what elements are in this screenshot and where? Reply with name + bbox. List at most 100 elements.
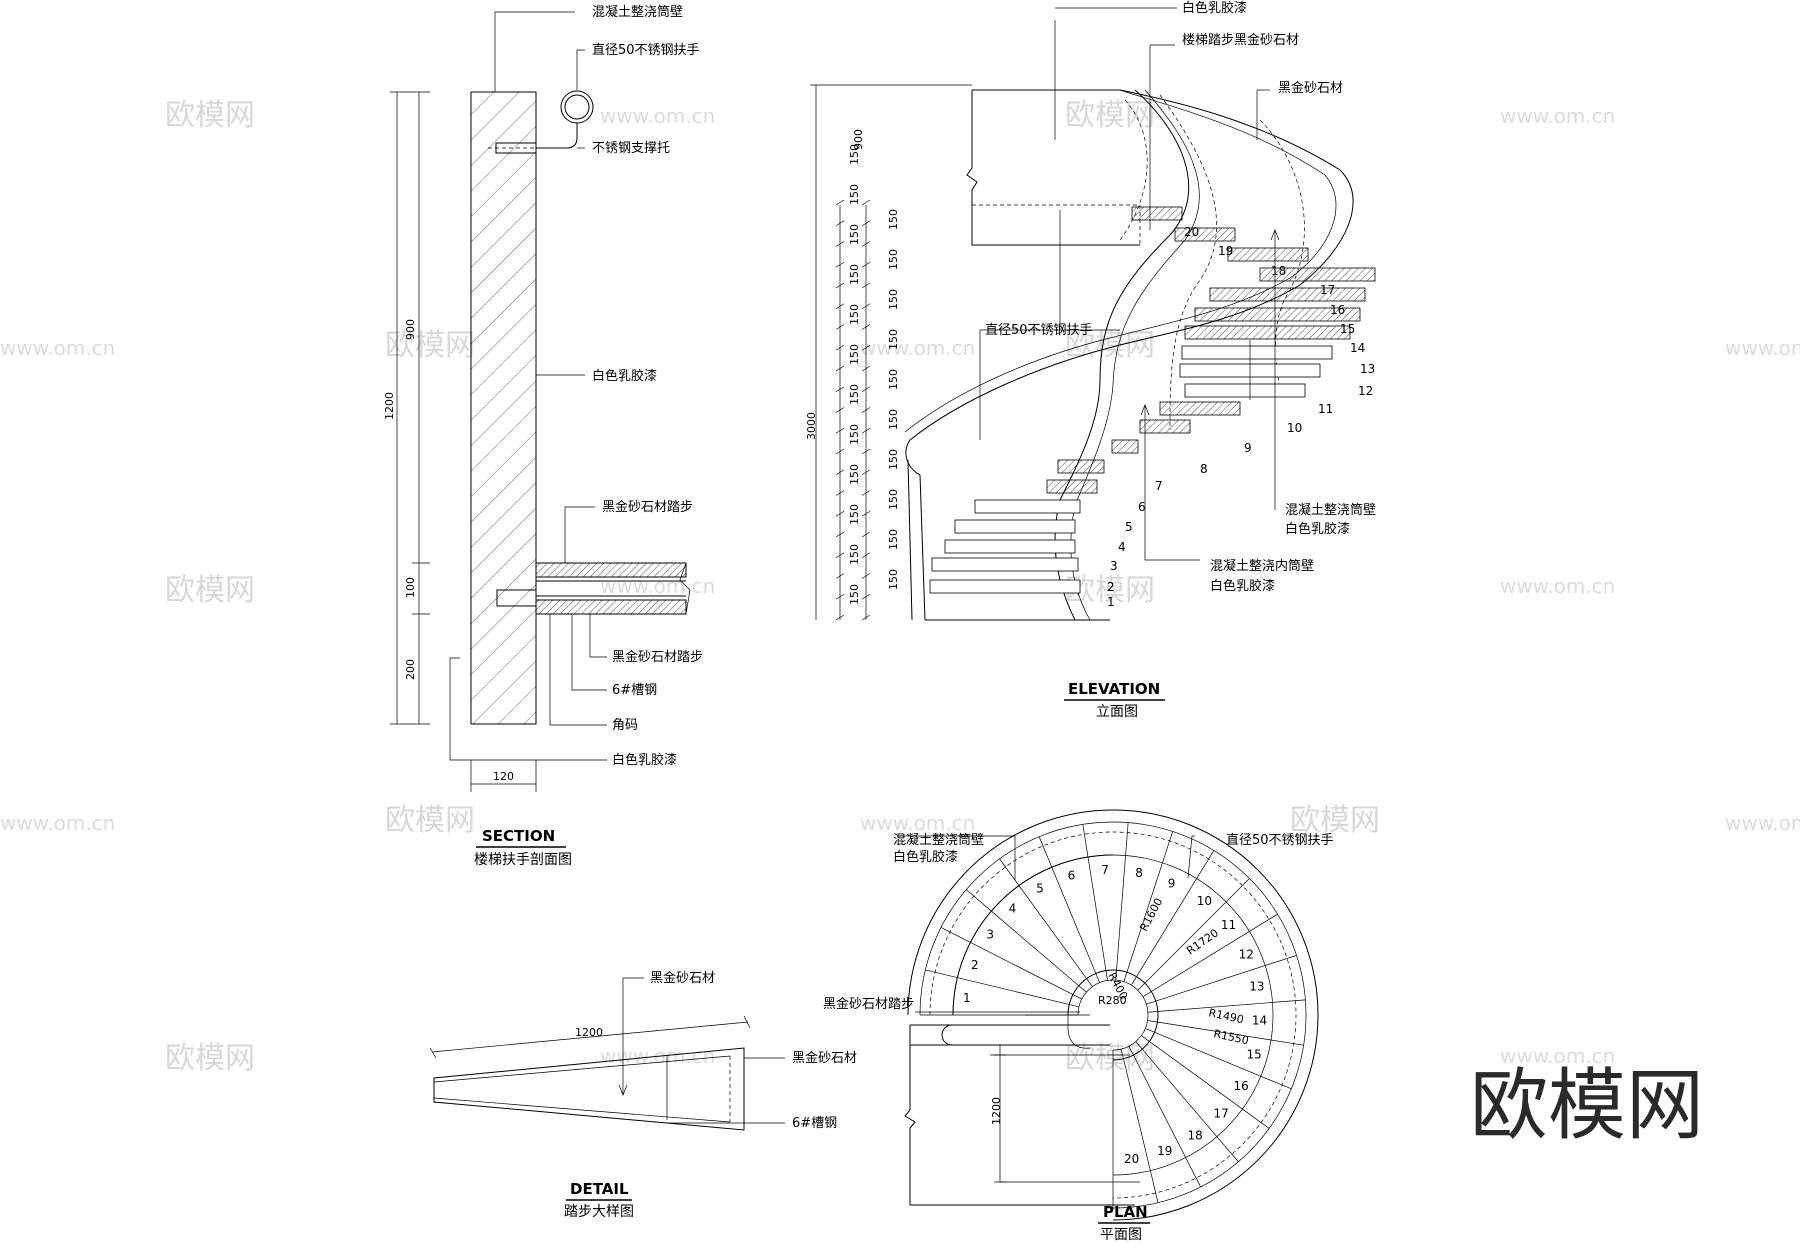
elev-dim-riser: 150: [848, 464, 861, 485]
watermark-url: www.om.cn: [1500, 104, 1615, 128]
plan-tread-line: [1115, 822, 1129, 981]
elev-dim-riser: 150: [848, 584, 861, 605]
watermark-url: www.om.cn: [600, 574, 715, 598]
elevation-step: [1159, 401, 1241, 416]
elevation-step: [1184, 383, 1306, 398]
elevation-step-number: 4: [1118, 540, 1126, 554]
plan-tread-line: [1145, 1028, 1292, 1090]
detail-title: DETAIL: [570, 1180, 629, 1198]
elev-dim-riser: 150: [887, 329, 900, 350]
section-label-bracket: 不锈钢支撑托: [592, 141, 670, 156]
detail-tread-outline: [433, 1047, 745, 1131]
section-label-wall: 混凝土整浇筒壁: [592, 4, 683, 20]
detail-label-stone-top: 黑金砂石材: [650, 970, 715, 986]
plan-step-number: 10: [1197, 894, 1212, 908]
plan-step-number: 17: [1213, 1106, 1228, 1120]
plan-dim-landing: 1200: [990, 1097, 1003, 1125]
elev-dim-riser: 150: [848, 504, 861, 525]
elevation-step: [1174, 227, 1236, 242]
elev-label-paint-top: 白色乳胶漆: [1182, 0, 1247, 16]
elev-dim-riser: 150: [848, 304, 861, 325]
elev-dim-total: 3000: [805, 412, 818, 440]
plan-radius-label: R1720: [1184, 926, 1221, 957]
plan-step-number: 13: [1249, 980, 1264, 994]
elevation-step-number: 15: [1340, 322, 1355, 336]
elevation-step: [1194, 307, 1361, 322]
elev-dim-riser: 150: [887, 489, 900, 510]
elevation-step: [954, 519, 1076, 534]
elevation-step: [1227, 247, 1309, 262]
stone-tread-bottom: [535, 599, 687, 615]
plan-tread-line: [925, 969, 1080, 1008]
elev-label-paint-1: 白色乳胶漆: [1285, 521, 1350, 537]
handrail-bracket: [536, 123, 578, 149]
plan-step-number: 9: [1168, 876, 1176, 890]
detail-dim-length: 1200: [575, 1026, 603, 1039]
elevation-step: [1184, 325, 1351, 340]
elevation-step: [1259, 267, 1376, 282]
watermark-logo: 欧模网: [165, 1041, 255, 1076]
plan-radius-label: R1490: [1207, 1006, 1245, 1026]
stone-tread-top: [535, 562, 687, 578]
plan-step-number: 12: [1239, 947, 1254, 961]
plan-tread-line: [1147, 1020, 1304, 1046]
elev-label-stone: 黑金砂石材: [1278, 80, 1343, 96]
elevation-step: [1181, 345, 1333, 360]
elevation-step-number: 8: [1200, 462, 1208, 476]
elevation-subtitle: 立面图: [1096, 704, 1138, 720]
plan-tread-line: [1123, 831, 1173, 982]
plan-tread-line: [1038, 836, 1100, 983]
plan-step-number: 18: [1188, 1129, 1203, 1143]
watermark-logo: 欧模网: [385, 328, 475, 363]
elevation-step-number: 16: [1330, 303, 1345, 317]
elevation-step-number: 10: [1287, 421, 1302, 435]
plan-tread-line: [1141, 1035, 1270, 1129]
detail-label-stone: 黑金砂石材: [792, 1050, 857, 1066]
plan-tread-line: [1137, 878, 1250, 991]
elev-dim-top: 900: [852, 129, 865, 150]
plan-step-number: 8: [1135, 866, 1143, 880]
elevation-step-number: 14: [1350, 341, 1365, 355]
watermark-logo: 欧模网: [165, 98, 255, 133]
plan-radius-label: R280: [1098, 994, 1127, 1007]
watermark-url: www.om.cn: [0, 336, 115, 360]
elevation-step: [1111, 439, 1139, 454]
elevation-step-number: 19: [1218, 244, 1233, 258]
elev-dim-riser: 150: [887, 289, 900, 310]
plan-label-handrail: 直径50不锈钢扶手: [1226, 833, 1334, 848]
watermark-url: www.om.cn: [860, 336, 975, 360]
elev-dim-riser: 150: [848, 344, 861, 365]
elevation-step: [929, 579, 1081, 594]
plan-label-wall: 混凝土整浇筒壁: [893, 832, 984, 848]
elev-dim-riser: 150: [848, 424, 861, 445]
watermark-url: www.om.cn: [1725, 336, 1800, 360]
elev-dim-riser: 150: [887, 209, 900, 230]
watermark-logo: 欧模网: [385, 803, 475, 838]
plan-step-number: 16: [1234, 1079, 1249, 1093]
elevation-step: [1057, 459, 1105, 474]
section-label-tread-bottom: 黑金砂石材踏步: [612, 649, 703, 665]
plan-tread-line: [966, 889, 1087, 993]
plan-label-tread: 黑金砂石材踏步: [823, 996, 914, 1012]
watermark-logo: 欧模网: [1065, 328, 1155, 363]
watermark-logo: 欧模网: [1065, 98, 1155, 133]
elevation-step: [1139, 419, 1191, 434]
detail-label-channel: 6#槽钢: [792, 1116, 837, 1131]
elev-dim-riser: 150: [887, 369, 900, 390]
plan-tread-line: [1142, 913, 1278, 998]
section-label-paint: 白色乳胶漆: [592, 368, 657, 384]
plan-tread-line: [1147, 999, 1306, 1013]
plan-title: PLAN: [1103, 1203, 1148, 1221]
section-title: SECTION: [482, 827, 555, 845]
plan-step-number: 3: [986, 927, 994, 941]
elevation-step-number: 18: [1271, 264, 1286, 278]
plan-step-number: 1: [963, 991, 971, 1005]
elevation-step-number: 20: [1184, 225, 1199, 239]
section-label-tread-top: 黑金砂石材踏步: [602, 499, 693, 515]
plan-tread-line: [999, 858, 1093, 987]
elev-label-inner-wall: 混凝土整浇内筒壁: [1210, 558, 1314, 574]
